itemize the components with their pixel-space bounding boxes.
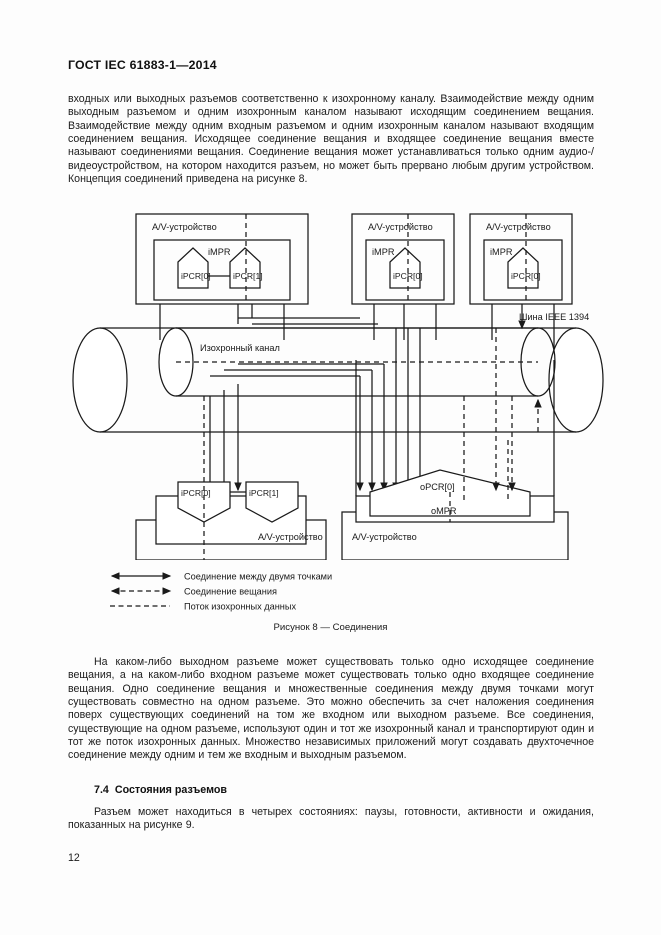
paragraph-text: входных или выходных разъемов соответств… [68, 93, 594, 186]
mpr-label-top-3: iMPR [490, 247, 513, 257]
pcr-label-b1-0: iPCR[0] [181, 488, 211, 498]
ompr-label: oMPR [431, 506, 457, 516]
paragraph-block-2: На каком-либо выходном разъеме может сущ… [68, 656, 594, 763]
section-heading-7-4: 7.4 Состояния разъемов [94, 784, 227, 796]
device-label-top-1: A/V-устройство [152, 222, 217, 232]
device-label-bottom-2: A/V-устройство [352, 532, 417, 542]
bus-label: Шина IEEE 1394 [519, 312, 589, 322]
pcr-label-t1-0: iPCR[0] [181, 271, 211, 281]
opcr-label: oPCR[0] [420, 482, 455, 492]
mpr-label-top-1: iMPR [208, 247, 231, 257]
device-label-bottom-1: A/V-устройство [258, 532, 323, 542]
channel-label: Изохронный канал [200, 343, 280, 353]
page-number: 12 [68, 852, 80, 864]
legend-label-2: Поток изохронных данных [184, 602, 296, 612]
pcr-label-t2-0: iPCR[0] [393, 271, 423, 281]
figure-caption: Рисунок 8 — Соединения [273, 622, 388, 633]
pcr-label-t1-1: iPCR[1] [233, 271, 263, 281]
legend-label-0: Соединение между двумя точками [184, 572, 332, 582]
section-title: Состояния разъемов [114, 784, 227, 796]
device-label-top-2: A/V-устройство [368, 222, 433, 232]
figure-8-diagram: A/V-устройство A/V-устройство A/V-устрой… [60, 200, 640, 560]
figure-legend: Соединение между двумя точками Соединени… [108, 568, 428, 618]
paragraph-continuation: входных или выходных разъемов соответств… [68, 93, 594, 186]
paragraph-text: На каком-либо выходном разъеме может сущ… [68, 656, 594, 762]
device-label-top-3: A/V-устройство [486, 222, 551, 232]
paragraph-text: Разъем может находиться в четырех состоя… [68, 806, 594, 832]
pcr-label-b1-1: iPCR[1] [249, 488, 279, 498]
page-header: ГОСТ IEC 61883-1—2014 [68, 58, 217, 72]
pcr-label-t3-0: iPCR[0] [511, 271, 541, 281]
legend-label-1: Соединение вещания [184, 587, 277, 597]
mpr-label-top-2: iMPR [372, 247, 395, 257]
paragraph-block-3: Разъем может находиться в четырех состоя… [68, 806, 594, 833]
section-number: 7.4 [94, 784, 109, 796]
